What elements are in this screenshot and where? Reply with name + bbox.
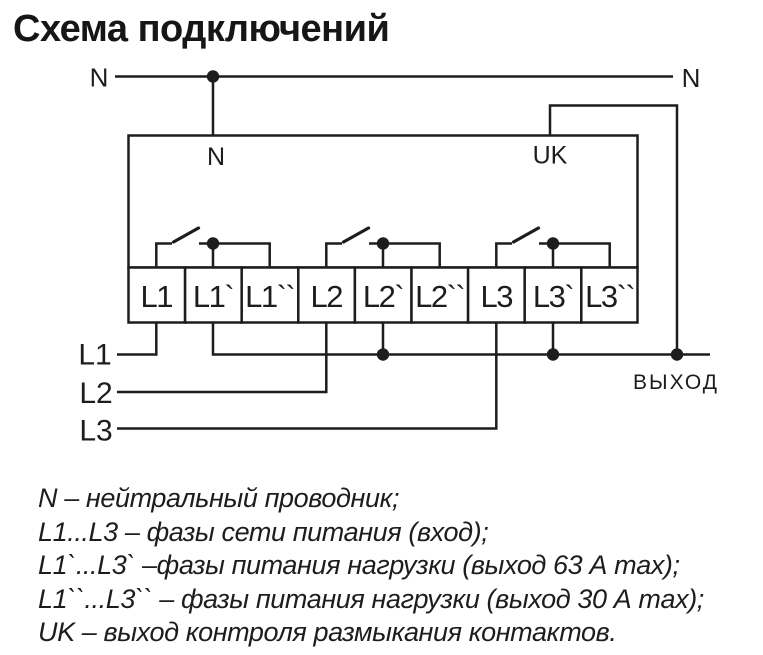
output-junction-dot-uk — [670, 348, 684, 361]
legend-line-uk: UK – выход контроля размыкания контактов… — [38, 617, 617, 647]
switch1-contact-wire — [199, 242, 271, 268]
legend-line-output-63a: L1`...L3` –фазы питания нагрузки (выход … — [38, 550, 680, 580]
terminal-label: L3`` — [585, 279, 634, 314]
terminal-cell-l1pp: L1`` — [240, 266, 300, 324]
phase-input-wire-l3 — [117, 322, 498, 430]
legend-line-neutral: N – нейтральный проводник; — [38, 483, 400, 513]
neutral-junction-dot — [206, 70, 220, 83]
terminal-box — [240, 266, 300, 324]
legend: N – нейтральный проводник; L1...L3 – фаз… — [38, 482, 758, 650]
uk-wire — [548, 104, 679, 355]
phase-input-wire-l1 — [117, 322, 158, 356]
neutral-label-left: N — [90, 63, 109, 93]
terminal-cell-l1: L1 — [127, 266, 187, 324]
terminal-label: L3` — [533, 279, 573, 314]
terminal-cell-l2pp: L2`` — [410, 266, 470, 324]
switch2-junction-dot — [376, 237, 390, 250]
terminal-label: L2`` — [415, 279, 464, 314]
terminal-label: L3 — [481, 279, 513, 314]
switch1-blade — [171, 226, 201, 244]
terminal-cell-l1p: L1` — [183, 266, 243, 324]
terminal-box — [127, 266, 187, 324]
switch3-junction-dot — [546, 237, 560, 250]
terminal-box — [580, 266, 639, 324]
switch2-contact-wire — [369, 242, 441, 268]
output-bus-wire — [211, 322, 710, 356]
page-title: Схема подключений — [13, 8, 390, 50]
phase-label-l2: L2 — [79, 377, 112, 410]
legend-line-input-phases: L1...L3 – фазы сети питания (вход); — [38, 516, 489, 547]
terminal-cell-l3pp: L3`` — [580, 266, 639, 324]
terminal-label: L2` — [363, 279, 403, 314]
device-neutral-label: N — [207, 143, 225, 171]
switch3-blade — [511, 226, 541, 244]
phase-input-wire-l2 — [117, 322, 328, 394]
terminal-cell-l3: L3 — [466, 266, 526, 324]
terminal-label: L2 — [311, 279, 343, 314]
switch3-contact-wire — [539, 242, 611, 268]
terminal-cell-l2: L2 — [297, 266, 357, 324]
legend-line-output-30a: L1``...L3`` – фазы питания нагрузки (вых… — [38, 583, 704, 614]
switch1-pole-wire — [155, 242, 172, 268]
terminal-strip: L1 L1` L1`` L2 L2` L2`` — [127, 266, 639, 324]
neutral-label-right: N — [682, 63, 701, 93]
switch3-pole-wire — [495, 242, 512, 268]
output-junction-dot-l3p — [546, 348, 560, 361]
output-label: ВЫХОД — [633, 371, 719, 394]
device-uk-label: UK — [533, 142, 568, 170]
terminal-cell-l3p: L3` — [523, 266, 583, 324]
terminal-label: L1 — [141, 279, 173, 314]
terminal-label: L1` — [193, 279, 233, 314]
terminal-cell-l2p: L2` — [353, 266, 413, 324]
output-junction-dot-l2p — [376, 348, 390, 361]
phase-label-l3: L3 — [79, 415, 112, 448]
phase-label-l1: L1 — [78, 339, 111, 372]
terminal-label: L1`` — [245, 279, 294, 314]
switch2-pole-wire — [325, 242, 342, 268]
switch2-blade — [341, 226, 371, 244]
terminal-box — [466, 266, 526, 324]
switch1-junction-dot — [206, 237, 220, 250]
terminal-box — [353, 266, 413, 324]
terminal-box — [183, 266, 243, 324]
